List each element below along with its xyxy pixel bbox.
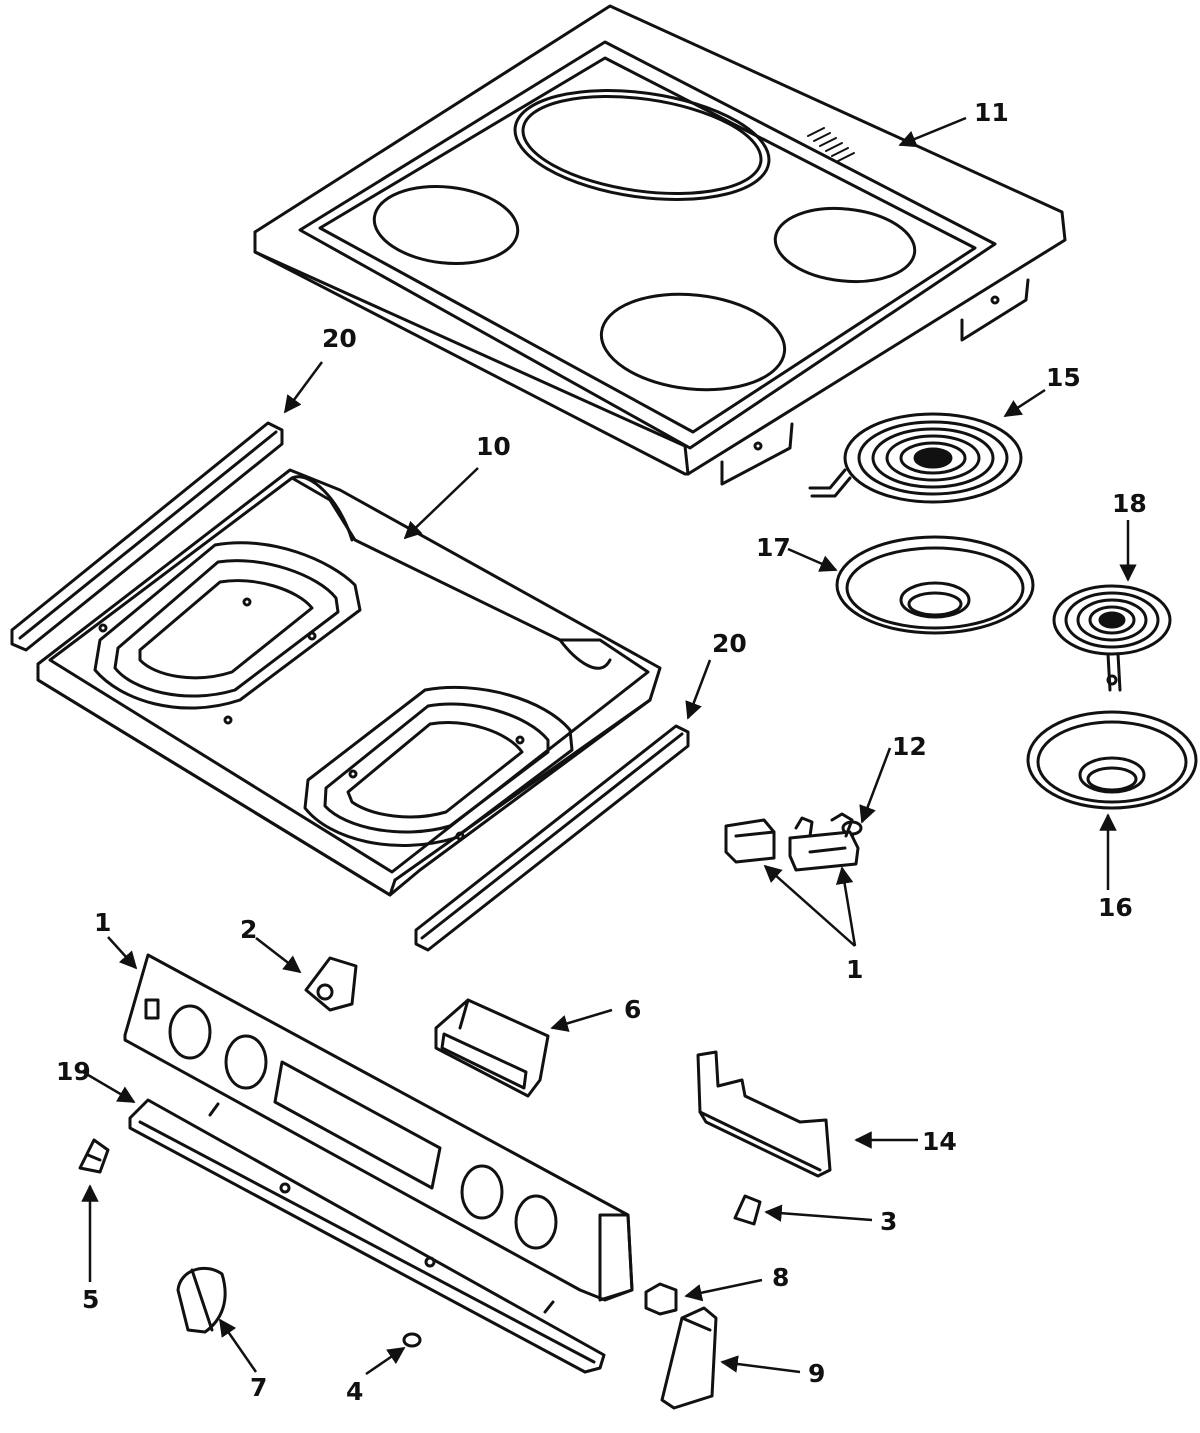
leader-11 xyxy=(898,116,967,148)
callout-6: 6 xyxy=(624,995,641,1024)
leader-3 xyxy=(764,1204,873,1222)
callout-19: 19 xyxy=(56,1057,91,1086)
leader-15 xyxy=(1003,388,1046,418)
callout-16: 16 xyxy=(1098,893,1133,922)
mounting-bracket[interactable] xyxy=(696,1050,832,1178)
infinite-switch[interactable] xyxy=(304,956,358,1012)
mounting-clip[interactable] xyxy=(644,1282,678,1316)
leader-12 xyxy=(859,747,892,824)
large-drip-bowl[interactable] xyxy=(835,535,1035,635)
leader-20b xyxy=(685,659,712,720)
indicator-light[interactable] xyxy=(402,1332,422,1348)
leader-20a xyxy=(283,361,324,414)
small-surface-element[interactable] xyxy=(1052,584,1172,692)
callout-18: 18 xyxy=(1112,489,1147,518)
leader-lines xyxy=(81,116,1137,1376)
leader-8 xyxy=(684,1278,763,1302)
leader-19 xyxy=(82,1070,136,1104)
large-surface-element[interactable] xyxy=(808,412,1023,504)
lower-panel-trim[interactable] xyxy=(128,1098,606,1374)
callout-14: 14 xyxy=(922,1127,957,1156)
callout-20a: 20 xyxy=(322,324,357,353)
terminal-bracket[interactable] xyxy=(788,812,860,872)
side-trim-right[interactable] xyxy=(414,724,690,952)
leader-7 xyxy=(218,1318,258,1373)
callout-9: 9 xyxy=(808,1359,825,1388)
callout-15: 15 xyxy=(1046,363,1081,392)
leader-17 xyxy=(787,547,838,572)
callout-1b: 1 xyxy=(846,955,863,984)
leader-10 xyxy=(403,467,479,540)
callout-8: 8 xyxy=(772,1263,789,1292)
callout-4: 4 xyxy=(346,1377,363,1406)
leader-2 xyxy=(255,937,302,974)
callout-5: 5 xyxy=(82,1285,99,1314)
leader-9 xyxy=(720,1355,801,1374)
leader-1b-a xyxy=(763,864,856,947)
control-knob[interactable] xyxy=(176,1266,227,1334)
callout-3: 3 xyxy=(880,1207,897,1236)
callout-7: 7 xyxy=(250,1373,267,1402)
leader-6 xyxy=(550,1008,613,1032)
side-trim-left[interactable] xyxy=(10,421,284,652)
control-panel[interactable] xyxy=(123,953,634,1302)
clock-timer[interactable] xyxy=(434,998,550,1098)
leader-1b-b xyxy=(835,866,857,947)
callout-1a: 1 xyxy=(94,908,111,937)
small-switch[interactable] xyxy=(733,1194,762,1226)
burner-box-pan[interactable] xyxy=(36,468,662,897)
cooktop-main-top[interactable] xyxy=(253,4,1067,486)
callout-labels: 11 20 10 15 18 17 20 12 16 1 1 2 6 19 14… xyxy=(56,98,1147,1406)
small-drip-bowl[interactable] xyxy=(1026,710,1198,810)
callout-12: 12 xyxy=(892,732,927,761)
callout-2: 2 xyxy=(240,915,257,944)
end-cap[interactable] xyxy=(660,1306,718,1410)
leader-1a xyxy=(107,936,138,970)
callout-17: 17 xyxy=(756,533,791,562)
callout-10: 10 xyxy=(476,432,511,461)
leader-4 xyxy=(365,1346,406,1376)
rocker-switch[interactable] xyxy=(78,1138,110,1174)
terminal-block[interactable] xyxy=(724,818,776,864)
callout-11: 11 xyxy=(974,98,1009,127)
callout-20b: 20 xyxy=(712,629,747,658)
